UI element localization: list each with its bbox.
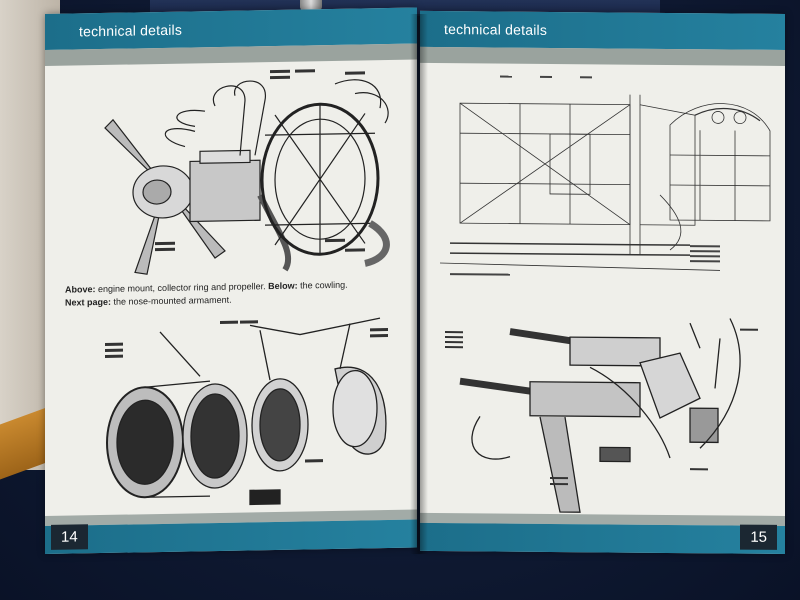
armament-illustration [445,318,758,513]
right-header-title: technical details [444,21,548,38]
right-header-band [420,46,785,66]
left-caption: Above: engine mount, collector ring and … [65,278,395,310]
caption-next-text: the nose-mounted armament. [111,294,232,307]
open-booklet: technical details [45,7,785,555]
right-page-header: technical details [420,10,785,50]
right-footer [420,522,785,554]
caption-below-label: Below: [268,280,298,292]
caption-below-text: the cowling. [297,279,348,291]
right-page: technical details [420,10,785,554]
engine-mount-illustration [104,69,390,275]
left-page: technical details [45,7,417,555]
fuselage-frame-illustration [440,75,771,276]
background-metal-object [300,0,322,10]
left-footer [45,519,417,554]
caption-above-text: engine mount, collector ring and propell… [95,281,269,295]
left-header-title: technical details [79,21,183,40]
right-page-number: 15 [740,524,777,550]
caption-above-label: Above: [65,284,96,295]
left-page-number: 14 [51,524,88,550]
cowling-illustration [105,317,388,506]
caption-next-label: Next page: [65,296,112,308]
